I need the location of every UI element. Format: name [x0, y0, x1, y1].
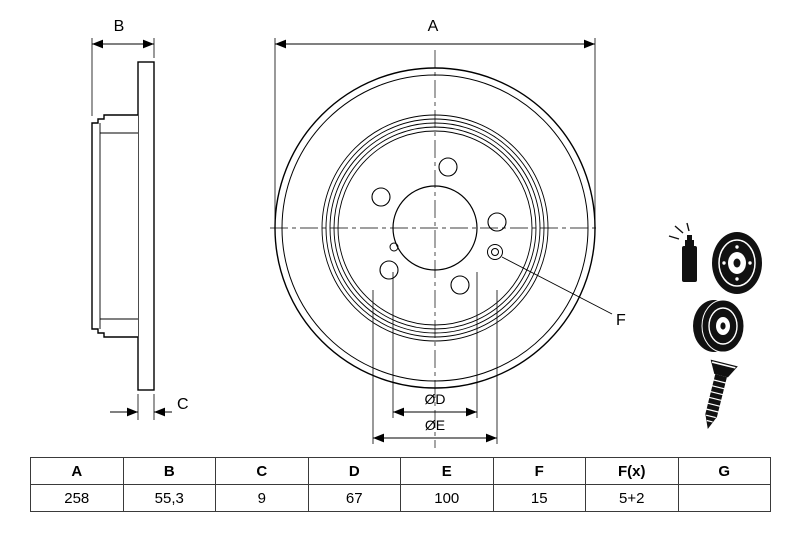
friction-ring-circle: [329, 122, 541, 334]
dimension-E: ØE: [372, 290, 498, 444]
value-G: [677, 484, 771, 512]
dim-label-B: B: [114, 18, 125, 35]
cleaner-and-disc-icon: [668, 222, 762, 294]
pin-hole-F-inner: [491, 248, 499, 256]
disc-3d-bolt-dot: [722, 261, 726, 265]
disc-3d-bolt-dot: [735, 245, 739, 249]
screw-thread: [709, 390, 724, 396]
spray-line: [674, 225, 684, 234]
dim-label-D: ØD: [425, 391, 446, 407]
screw-thread: [712, 379, 727, 384]
screw-slot: [711, 361, 736, 369]
header-F: F: [492, 457, 586, 485]
value-C: 9: [215, 484, 309, 512]
bolt-hole: [371, 187, 391, 207]
disc-3d-bolt-dot: [748, 261, 752, 265]
friction-ring-circle: [325, 118, 545, 338]
spray-can-nozzle: [687, 235, 692, 240]
dimension-D: ØD: [392, 272, 478, 418]
disc-ring: [708, 307, 738, 345]
header-A: A: [30, 457, 124, 485]
bolt-hole: [487, 212, 507, 232]
callout-F: F: [501, 256, 626, 329]
hat-edge-circle: [337, 130, 533, 326]
screw-thread: [706, 402, 721, 408]
screw-thread: [705, 408, 720, 413]
disc-bore: [720, 322, 726, 330]
dim-label-F: F: [616, 312, 626, 329]
spray-line: [686, 222, 690, 232]
screw-thread: [706, 419, 713, 423]
center-bore-circle: [392, 185, 478, 271]
outer-edge-circle: [281, 74, 589, 382]
table-value-row: 258 55,3 9 67 100 15 5+2: [30, 484, 771, 512]
disc-3d-bore: [733, 258, 741, 268]
value-B: 55,3: [122, 484, 216, 512]
pin-hole: [389, 242, 399, 252]
spray-line: [668, 235, 680, 240]
dimension-table: A B C D E F F(x) G 258 55,3 9 67 100 15 …: [30, 457, 771, 512]
outer-diameter-circle: [274, 67, 596, 389]
pin-hole-F: [487, 244, 503, 260]
disc-3d-bolt-dot: [735, 277, 739, 281]
bolt-hole: [379, 260, 399, 280]
disc-hat-section: [91, 114, 138, 338]
disc-plate-section: [137, 61, 155, 391]
dim-label-A: A: [428, 18, 439, 35]
spray-can-top: [685, 240, 694, 246]
spray-can-icon: [682, 246, 697, 282]
value-F: 15: [492, 484, 586, 512]
header-G: G: [677, 457, 771, 485]
header-D: D: [307, 457, 401, 485]
bolt-hole: [450, 275, 470, 295]
value-A: 258: [30, 484, 124, 512]
leader-line: [501, 256, 613, 315]
friction-ring-circle: [321, 114, 549, 342]
front-view: [270, 50, 600, 448]
brake-disc-icon: [693, 299, 745, 353]
dim-label-E: ØE: [425, 417, 445, 433]
dimension-C: C: [110, 394, 189, 420]
header-Fx: F(x): [585, 457, 679, 485]
dimension-A: A: [274, 18, 596, 224]
technical-drawing: B C A: [91, 18, 762, 448]
header-B: B: [122, 457, 216, 485]
value-Fx: 5+2: [585, 484, 679, 512]
value-E: 100: [400, 484, 494, 512]
table-header-row: A B C D E F F(x) G: [30, 457, 771, 485]
header-E: E: [400, 457, 494, 485]
screw-thread: [711, 384, 726, 390]
dimension-B: B: [91, 18, 155, 116]
header-C: C: [215, 457, 309, 485]
screw-icon: [705, 359, 738, 429]
screw-thread: [705, 414, 716, 419]
friction-ring-circle: [333, 126, 537, 330]
screw-thread: [708, 396, 723, 402]
bolt-hole: [438, 157, 458, 177]
disc-3d-ring: [718, 239, 756, 287]
side-view: [91, 61, 155, 391]
dim-label-C: C: [177, 396, 189, 413]
value-D: 67: [307, 484, 401, 512]
